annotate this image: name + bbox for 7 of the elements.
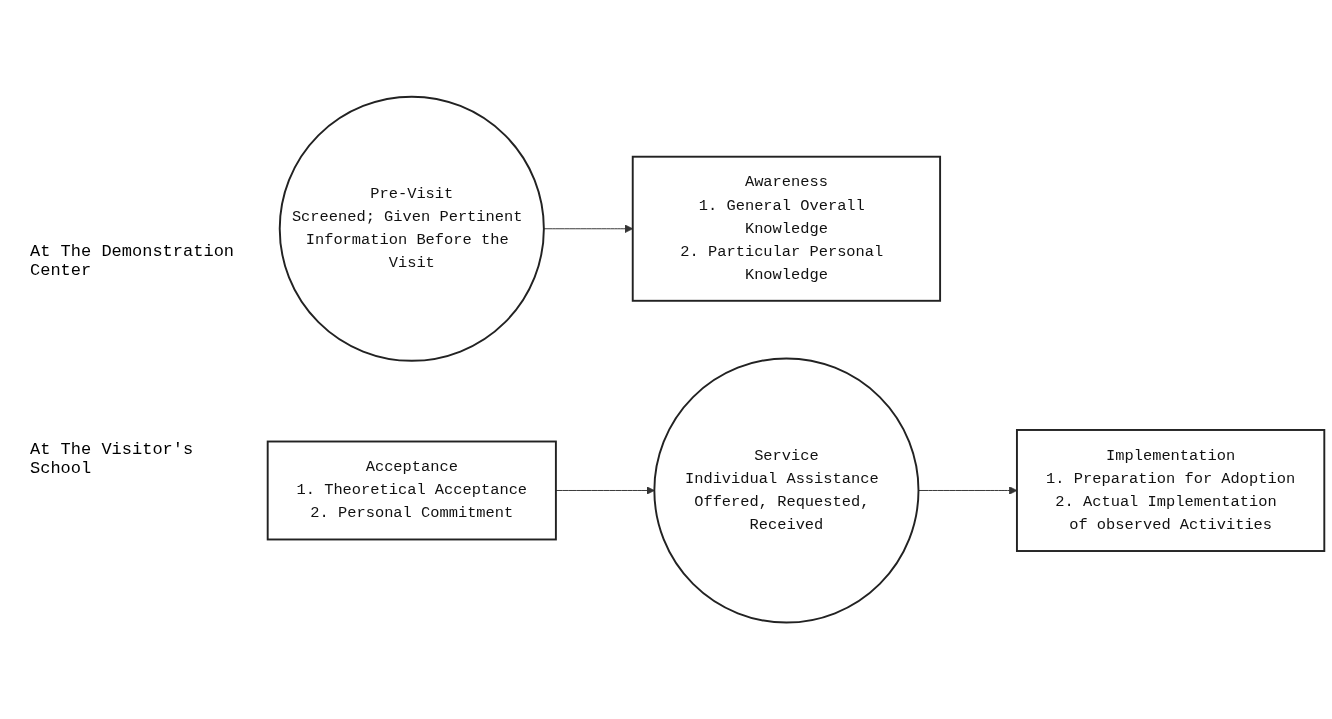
node-box: Acceptance 1. Theoretical Acceptance 2. Personal Commitment [266,440,557,541]
node-circle: Pre-Visit Screened; Given Pertinent Information Before the Visit [278,95,545,362]
node-box: Awareness 1. General Overall Knowledge 2. Particular Personal Knowledge [631,155,942,302]
region-label: At The Demonstration Center [30,241,236,280]
region-label: At The Visitor's School [30,439,195,478]
node-circle: Service Individual Assistance Offered, Requested, Received [653,357,920,624]
node-box: Implementation 1. Preparation for Adoption 2. Actual Implementation of observed Activities [1016,428,1326,552]
